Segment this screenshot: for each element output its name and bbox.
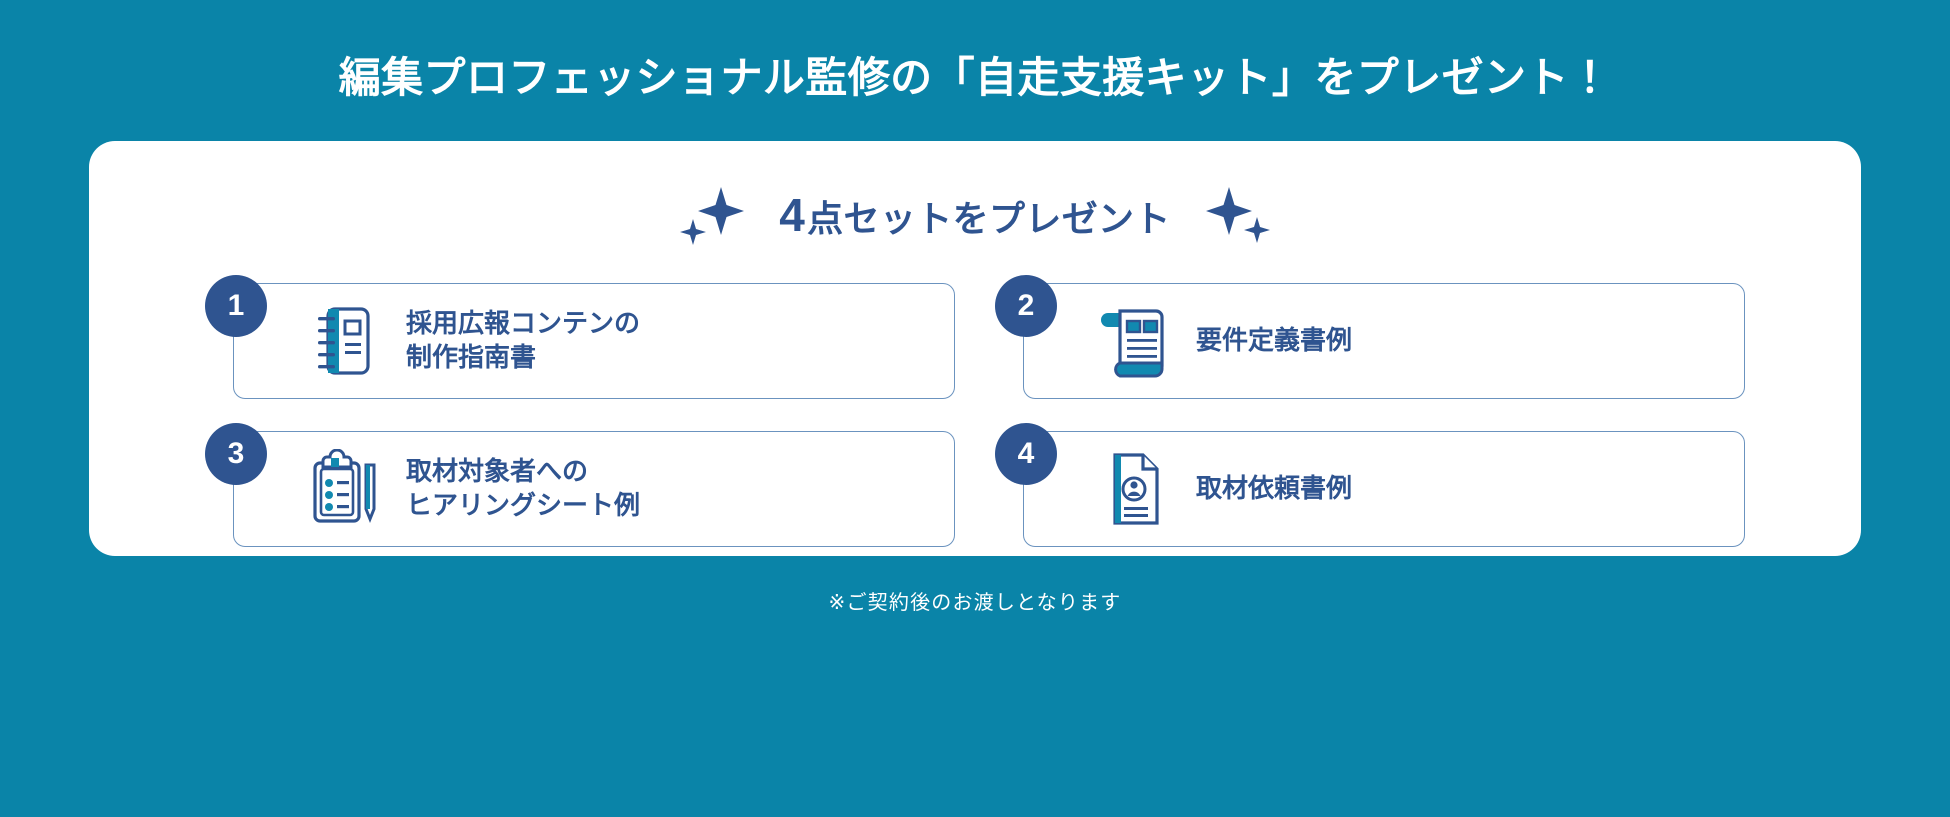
scroll-document-icon <box>1094 303 1178 379</box>
notebook-icon <box>304 303 388 379</box>
badge-number: 2 <box>995 274 1057 337</box>
kit-item-grid: 採用広報コンテンの 制作指南書 1 <box>149 274 1801 547</box>
clipboard-pen-icon <box>304 448 388 529</box>
kit-item-card-1[interactable]: 採用広報コンテンの 制作指南書 <box>233 282 955 399</box>
kit-item-card-3[interactable]: 取材対象者への ヒアリングシート例 <box>233 430 955 547</box>
kit-item-card-4[interactable]: 取材依頼書例 <box>1023 430 1745 547</box>
badge-number: 4 <box>995 422 1057 485</box>
page-title: 編集プロフェッショナル監修の「自走支援キット」をプレゼント！ <box>338 54 1612 101</box>
badge-number: 1 <box>205 274 267 337</box>
person-document-icon <box>1094 449 1178 529</box>
list-item[interactable]: 取材依頼書例 4 <box>995 422 1745 547</box>
list-item[interactable]: 要件定義書例 2 <box>995 274 1745 399</box>
subheading-text: 点セットをプレゼント <box>807 197 1171 239</box>
badge-number: 3 <box>205 422 267 485</box>
sparkle-icon <box>1197 183 1273 249</box>
item-count: 4 <box>779 188 806 241</box>
kit-item-label: 採用広報コンテンの 制作指南書 <box>406 308 641 372</box>
list-item[interactable]: 取材対象者への ヒアリングシート例 3 <box>205 422 955 547</box>
sparkle-icon <box>677 183 753 249</box>
kit-item-label: 取材依頼書例 <box>1196 472 1353 503</box>
kit-item-card-2[interactable]: 要件定義書例 <box>1023 282 1745 399</box>
list-item[interactable]: 採用広報コンテンの 制作指南書 1 <box>205 274 955 399</box>
kit-item-label: 要件定義書例 <box>1196 324 1353 355</box>
footnote: ※ご契約後のお渡しとなります <box>828 591 1122 614</box>
kit-item-label: 取材対象者への ヒアリングシート例 <box>406 456 641 520</box>
